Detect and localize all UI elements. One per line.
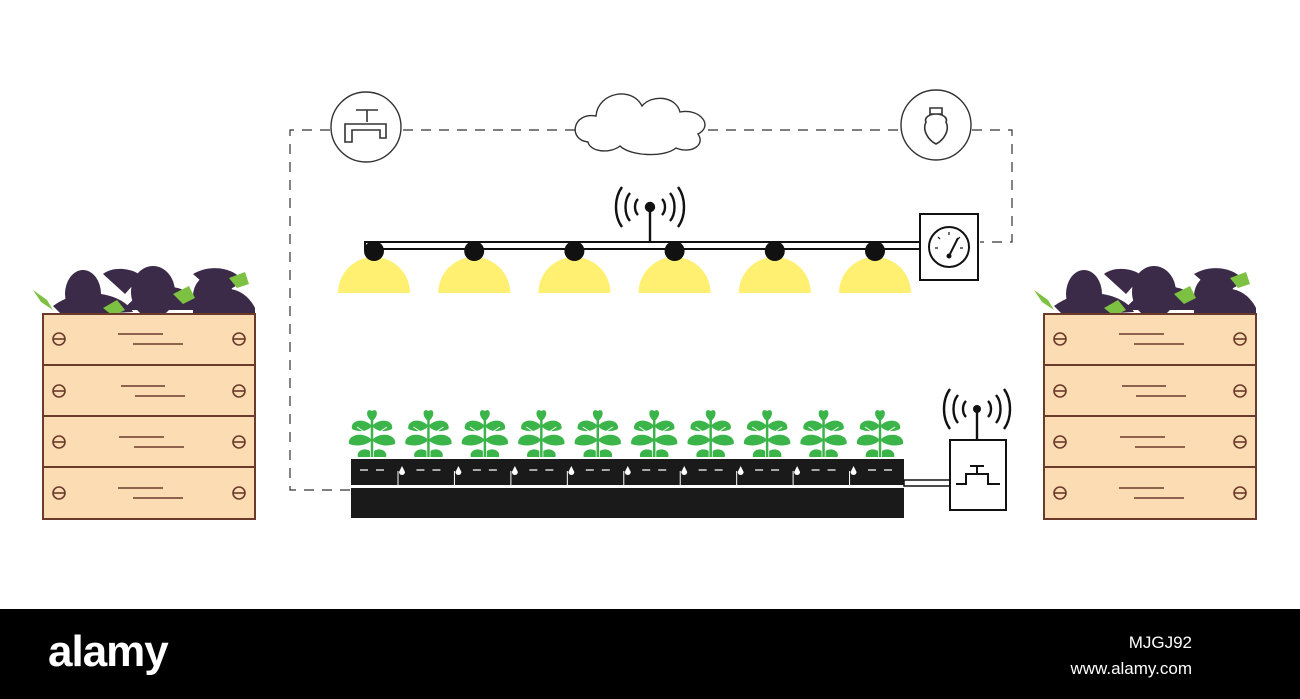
- grow-lamp: [738, 241, 811, 293]
- gauge-icon: [928, 226, 970, 268]
- light-bulb-icon: [900, 89, 972, 161]
- plant: [404, 408, 453, 459]
- eggplant-crate-left: [33, 266, 256, 520]
- plant: [347, 408, 397, 459]
- plant: [573, 408, 623, 459]
- watermark-bar: alamy MJGJ92 www.alamy.com: [0, 609, 1300, 699]
- dashed-connection: [403, 129, 1013, 243]
- grow-lamp: [438, 241, 511, 293]
- eggplant-crate-right: [1034, 266, 1257, 520]
- plant: [516, 408, 566, 459]
- watermark-site: www.alamy.com: [1070, 659, 1192, 678]
- valve-box: [942, 388, 1012, 511]
- water-tap-icon: [330, 91, 402, 163]
- watermark-image-id: MJGJ92: [1128, 633, 1192, 652]
- plant: [742, 408, 792, 459]
- watermark-brand: alamy: [48, 627, 169, 676]
- plant: [629, 408, 679, 459]
- wifi-signal-icon: [614, 186, 686, 244]
- valve-icon: [956, 465, 1000, 485]
- grow-lamp: [839, 241, 911, 293]
- grow-lamp: [538, 241, 611, 293]
- cloud-icon: [574, 93, 706, 156]
- dashed-connection: [289, 129, 350, 491]
- grow-lamp: [338, 241, 410, 293]
- plant-row: [347, 408, 905, 459]
- smart-farm-diagram: [33, 89, 1257, 520]
- grow-lamp: [638, 241, 711, 293]
- grow-lamps: [338, 241, 911, 293]
- plant: [686, 408, 736, 459]
- water-pipe: [903, 479, 951, 487]
- lamp-rail: [364, 241, 924, 250]
- plant: [799, 408, 848, 459]
- controller-box: [919, 213, 979, 281]
- plant: [460, 408, 510, 459]
- planter-trough: [351, 459, 913, 518]
- plant: [855, 408, 905, 459]
